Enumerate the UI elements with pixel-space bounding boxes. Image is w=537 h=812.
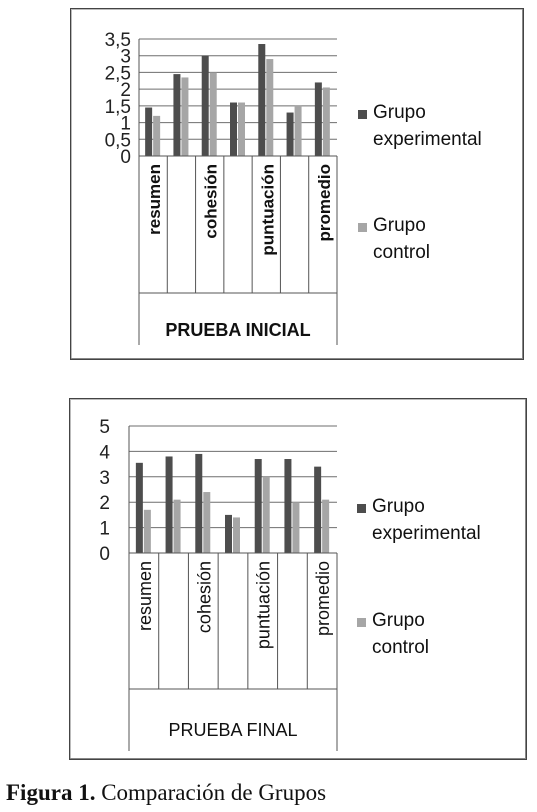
y-tick-label: 2,5 <box>105 63 131 84</box>
bar-grupo-experimental <box>230 102 237 156</box>
bar-grupo-control <box>322 87 330 156</box>
y-tick-label: 0 <box>99 544 110 565</box>
y-tick-label: 1 <box>120 114 131 135</box>
legend-swatch <box>357 504 366 513</box>
bar-grupo-control <box>143 509 151 553</box>
bar-grupo-experimental <box>258 44 266 157</box>
bar-grupo-control <box>322 499 330 553</box>
bar-grupo-control <box>292 502 300 553</box>
figure-caption-label: Figura 1. <box>6 780 96 805</box>
bar-grupo-control <box>233 517 240 553</box>
x-category-label: cohesión <box>202 164 221 239</box>
figure-caption: Figura 1. Comparación de Grupos <box>6 780 326 806</box>
y-tick-label: 1 <box>99 519 110 540</box>
bar-grupo-experimental <box>135 462 143 553</box>
bar-grupo-control <box>153 115 161 156</box>
chart-prueba-final: 0 1 2 3 4 5 resumen cohesión puntuación promedioP… <box>99 417 481 751</box>
bar-grupo-experimental <box>201 55 209 156</box>
y-tick-label: 3 <box>99 468 110 489</box>
legend-label-line2: experimental <box>373 129 482 150</box>
bar-grupo-experimental <box>314 82 322 156</box>
y-tick-label: 0 <box>120 147 131 168</box>
legend-label-line2: control <box>372 637 429 658</box>
x-category-label: resumen <box>145 164 164 235</box>
legend-label-line2: control <box>373 242 430 263</box>
bar-grupo-experimental <box>173 74 181 156</box>
bar-grupo-control <box>294 105 302 156</box>
bar-grupo-experimental <box>195 453 203 553</box>
y-tick-label: 2 <box>99 493 110 514</box>
legend-swatch <box>357 618 366 627</box>
bar-grupo-experimental <box>225 514 232 553</box>
bar-grupo-experimental <box>165 456 173 553</box>
bar-grupo-experimental <box>145 107 153 156</box>
chart-prueba-inicial: 00,511,522,533,5 resumen cohesión puntuació… <box>105 30 482 345</box>
figure-caption-text: Comparación de Grupos <box>101 780 327 805</box>
legend-swatch <box>358 110 367 119</box>
y-tick-label: 4 <box>99 442 110 463</box>
bar-grupo-control <box>181 77 189 156</box>
y-tick-label: 2 <box>120 80 131 101</box>
bar-grupo-experimental <box>254 459 262 553</box>
bar-grupo-control <box>266 59 274 156</box>
y-tick-label: 5 <box>99 417 110 438</box>
legend-label-line2: experimental <box>372 523 481 544</box>
legend-label-line1: Grupo <box>373 102 426 123</box>
x-category-label: puntuación <box>258 164 277 256</box>
bar-grupo-experimental <box>314 466 322 553</box>
x-category-label: resumen <box>135 561 155 631</box>
bar-grupo-control <box>262 476 270 553</box>
x-category-label: promedio <box>315 164 334 241</box>
legend-label-line1: Grupo <box>372 496 425 517</box>
y-tick-label: 3,5 <box>105 30 131 51</box>
y-tick-label: 0,5 <box>105 130 131 151</box>
legend-swatch <box>358 223 367 232</box>
y-tick-label: 3 <box>120 47 131 68</box>
x-axis-title: PRUEBA INICIAL <box>165 320 310 340</box>
bar-grupo-control <box>238 102 245 156</box>
x-category-label: cohesión <box>194 561 214 633</box>
bar-grupo-experimental <box>284 459 292 553</box>
legend-label-line1: Grupo <box>373 215 426 236</box>
x-axis-title: PRUEBA FINAL <box>168 720 297 740</box>
bar-grupo-experimental <box>286 112 294 156</box>
bar-grupo-control <box>209 72 217 156</box>
y-tick-label: 1,5 <box>105 97 131 118</box>
x-category-label: promedio <box>313 561 333 636</box>
legend-label-line1: Grupo <box>372 610 425 631</box>
bar-grupo-control <box>203 492 211 553</box>
bar-grupo-control <box>173 499 181 553</box>
x-category-label: puntuación <box>254 561 274 649</box>
